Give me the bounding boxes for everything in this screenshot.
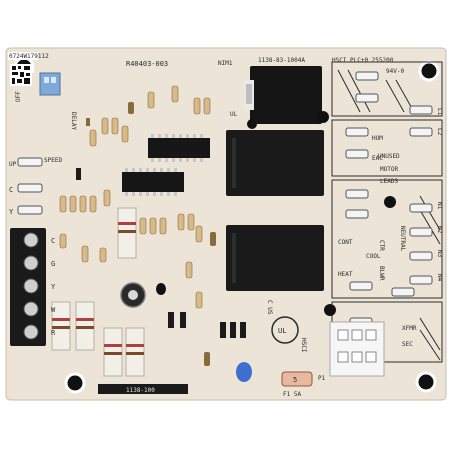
svg-text:HEAT: HEAT	[338, 271, 353, 278]
svg-text:NEUTRAL: NEUTRAL	[399, 226, 406, 252]
svg-text:SEC: SEC	[402, 341, 413, 348]
svg-text:SPEED: SPEED	[44, 157, 62, 164]
diode-row	[76, 168, 246, 338]
svg-text:N1: N1	[436, 202, 443, 210]
hatch-lines	[337, 69, 441, 361]
quick-connect-tabs-left	[17, 157, 43, 215]
plc-label: PLC+0 255200	[350, 57, 394, 64]
svg-text:CTR: CTR	[378, 240, 385, 251]
bottom-code: 1138-100	[126, 387, 155, 394]
vo-label: 94V-0	[386, 68, 404, 75]
screw-terminal-icon	[10, 228, 46, 346]
ul-mark-icon: UL	[271, 316, 299, 344]
svg-text:COOL: COOL	[366, 253, 381, 260]
svg-text:MOTOR: MOTOR	[380, 166, 398, 173]
svg-text:UNUSED: UNUSED	[378, 153, 400, 160]
svg-text:N3: N3	[436, 250, 443, 258]
svg-text:Y: Y	[9, 208, 14, 216]
resistor-icon	[59, 85, 211, 309]
off-label: OFF	[15, 91, 22, 102]
svg-text:BLWR: BLWR	[378, 266, 385, 281]
capacitor-icon	[236, 362, 252, 382]
svg-text:UL: UL	[278, 327, 286, 335]
fuse-icon: 5	[281, 371, 313, 387]
svg-text:P1: P1	[318, 375, 326, 382]
mounting-hole-icon	[415, 371, 437, 393]
svg-text:L1: L1	[436, 108, 443, 116]
svg-text:UP: UP	[9, 161, 17, 168]
svg-text:LEADS: LEADS	[380, 178, 398, 185]
fuse-label: F1 5A	[283, 391, 301, 398]
chip-icon	[122, 168, 184, 196]
svg-text:5: 5	[293, 376, 297, 384]
relay-icon	[226, 130, 324, 196]
capacitor-icon	[156, 283, 166, 295]
svg-text:W: W	[51, 306, 56, 314]
svg-text:XFMR: XFMR	[402, 325, 417, 332]
chip-icon	[148, 134, 210, 162]
pcb-board	[5, 47, 447, 401]
delay-label: DELAY	[70, 112, 77, 130]
barcode-text: 0724W179112	[9, 53, 49, 60]
cus-mark: C US	[266, 300, 273, 315]
svg-text:N4: N4	[436, 274, 443, 282]
ul-mark-icon: UL	[230, 111, 238, 118]
misc-components	[86, 102, 216, 366]
svg-text:N2: N2	[436, 226, 443, 234]
dip-switch	[39, 72, 61, 96]
svg-text:L2: L2	[436, 128, 443, 136]
hsc-label: HSCI	[332, 57, 347, 64]
svg-text:Y: Y	[51, 283, 56, 291]
svg-text:C: C	[51, 237, 55, 245]
svg-text:HSCI: HSCI	[300, 338, 307, 353]
mounting-hole-icon	[418, 60, 440, 82]
svg-text:R: R	[51, 329, 56, 337]
nim-label: NIM1	[218, 60, 233, 67]
svg-text:G: G	[51, 260, 55, 268]
resistor-icon	[51, 207, 145, 377]
part-number: R40403-003	[126, 60, 168, 68]
capacitor-icon	[120, 282, 146, 308]
barcode-label: 0724W179112	[8, 52, 49, 86]
right-terminal-labels: L1 L2 N1 N2 N3 N4	[436, 108, 443, 282]
right-sections	[331, 61, 443, 363]
connector-icon	[244, 66, 322, 124]
top-code: 1138-83-1004A	[258, 57, 305, 64]
terminal-labels: C G Y W R	[51, 237, 56, 337]
svg-text:EAC: EAC	[372, 155, 383, 162]
svg-text:C: C	[9, 186, 13, 194]
svg-text:CONT: CONT	[338, 239, 353, 246]
relay-icon	[226, 225, 324, 291]
connector-icon	[329, 321, 385, 377]
mounting-screws	[247, 111, 396, 316]
mounting-hole-icon	[64, 372, 86, 394]
svg-text:HUM: HUM	[372, 135, 383, 142]
